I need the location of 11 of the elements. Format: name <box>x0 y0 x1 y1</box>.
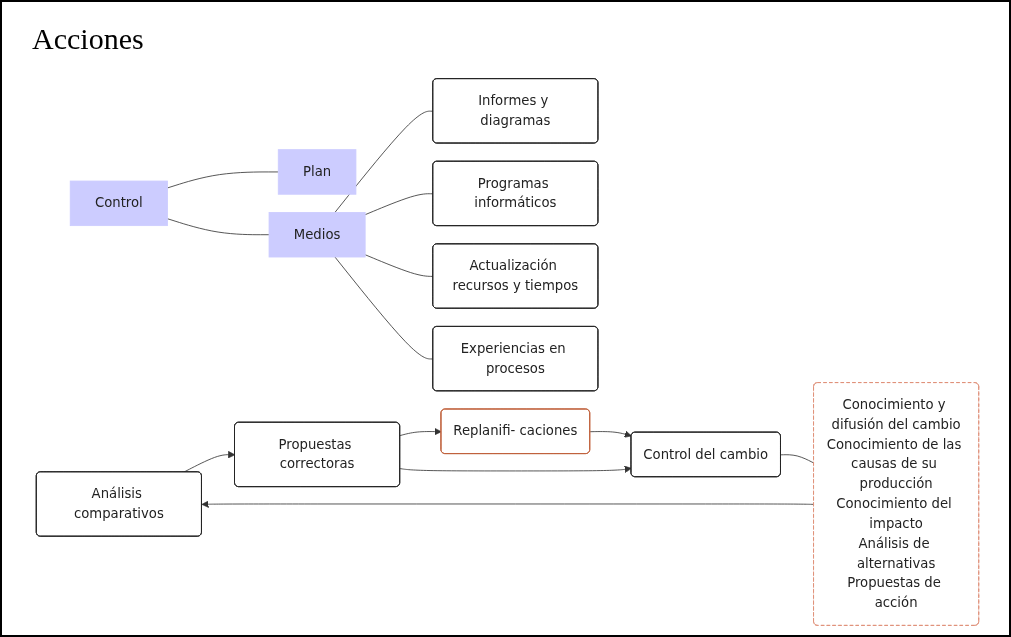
connector <box>334 256 434 360</box>
connector <box>167 171 279 189</box>
connector <box>780 454 815 464</box>
connector <box>167 218 270 236</box>
node-box: Control <box>69 180 168 227</box>
section-heading: Acciones <box>32 22 144 56</box>
connector <box>364 193 434 216</box>
node-box: Plan <box>277 149 357 195</box>
connector <box>334 110 434 213</box>
node-box: Medios <box>268 212 366 258</box>
connector <box>364 254 434 277</box>
